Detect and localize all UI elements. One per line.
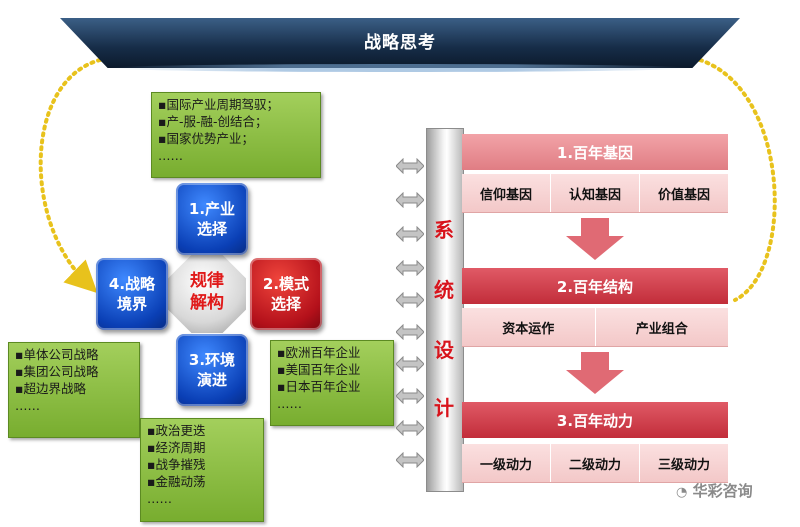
loop-right	[698, 58, 777, 302]
note-line: ▪金融动荡	[147, 474, 206, 489]
center-octagon	[168, 255, 246, 333]
block-row-structure: 资本运作 产业组合	[462, 308, 728, 347]
system-design-bar	[426, 128, 464, 492]
note-line: ▪战争摧残	[147, 457, 206, 472]
block-cell: 一级动力	[462, 444, 551, 482]
down-arrow-icon	[566, 218, 624, 260]
block-row-power: 一级动力 二级动力 三级动力	[462, 444, 728, 483]
tile-industry-selection: 1.产业 选择	[176, 183, 248, 255]
block-cell: 认知基因	[551, 174, 640, 212]
tile-environment-evolution: 3.环境 演进	[176, 334, 248, 406]
note-line: ▪日本百年企业	[277, 379, 361, 394]
note-boundary: ▪单体公司战略 ▪集团公司战略 ▪超边界战略 ……	[8, 342, 140, 438]
note-line: ▪单体公司战略	[15, 347, 99, 362]
note-line: ……	[15, 398, 40, 413]
block-cell: 信仰基因	[462, 174, 551, 212]
note-line: ▪国际产业周期驾驭；	[158, 97, 279, 112]
block-header-power: 3.百年动力	[462, 402, 728, 438]
block-cell: 二级动力	[551, 444, 640, 482]
note-line: ▪超边界战略	[15, 381, 86, 396]
double-arrow-icon	[396, 260, 424, 276]
system-char: 统	[434, 278, 454, 302]
note-environment: ▪政治更迭 ▪经济周期 ▪战争摧残 ▪金融动荡 ……	[140, 418, 264, 522]
block-header-structure: 2.百年结构	[462, 268, 728, 304]
double-arrow-icon	[396, 420, 424, 436]
double-arrow-icon	[396, 324, 424, 340]
block-cell: 三级动力	[657, 457, 710, 473]
center-title: 规律 解构	[190, 271, 224, 313]
note-line: ▪美国百年企业	[277, 362, 361, 377]
system-char: 计	[434, 396, 454, 420]
note-line: ……	[158, 148, 183, 163]
note-line: ……	[277, 396, 302, 411]
note-line: ▪经济周期	[147, 440, 206, 455]
double-arrow-icon	[396, 292, 424, 308]
tile-strategy-boundary: 4.战略 境界	[96, 258, 168, 330]
note-line: ▪产-服-融-创结合；	[158, 114, 268, 129]
loop-left	[38, 58, 102, 294]
double-arrow-icon	[396, 356, 424, 372]
down-arrow-icon	[566, 352, 624, 394]
block-cell: 产业组合	[635, 321, 688, 337]
note-line: ▪政治更迭	[147, 423, 206, 438]
watermark: ◔ 华彩咨询	[676, 480, 753, 501]
double-arrow-icon	[396, 226, 424, 242]
double-arrow-icon	[396, 192, 424, 208]
tile-mode-selection: 2.模式 选择	[250, 258, 322, 330]
double-arrow-icon	[396, 158, 424, 174]
double-arrow-icon	[396, 388, 424, 404]
block-header-gene: 1.百年基因	[462, 134, 728, 170]
note-industry: ▪国际产业周期驾驭； ▪产-服-融-创结合； ▪国家优势产业； ……	[151, 92, 321, 178]
block-cell: 价值基因	[657, 187, 710, 203]
banner-title: 战略思考	[364, 33, 436, 53]
system-char: 系	[434, 218, 454, 242]
wechat-icon: ◔	[676, 485, 688, 500]
block-cell: 资本运作	[462, 308, 596, 346]
double-arrow-icon	[396, 452, 424, 468]
note-mode: ▪欧洲百年企业 ▪美国百年企业 ▪日本百年企业 ……	[270, 340, 394, 426]
note-line: ▪国家优势产业；	[158, 131, 254, 146]
banner-shine	[110, 64, 690, 72]
strategy-banner	[60, 18, 740, 68]
note-line: ▪欧洲百年企业	[277, 345, 361, 360]
note-line: ▪集团公司战略	[15, 364, 99, 379]
system-char: 设	[434, 338, 454, 362]
block-row-gene: 信仰基因 认知基因 价值基因	[462, 174, 728, 213]
note-line: ……	[147, 491, 172, 506]
watermark-text: 华彩咨询	[692, 482, 753, 500]
